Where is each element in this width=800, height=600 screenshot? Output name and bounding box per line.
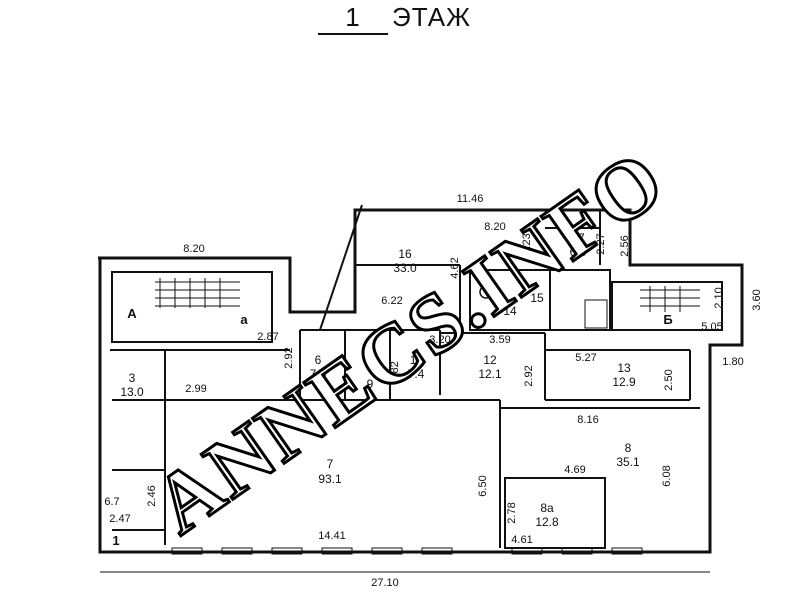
dimension-label: 6.22 <box>381 295 402 307</box>
letter-a-upper: A <box>127 306 137 321</box>
room-13-number: 13 <box>617 361 631 375</box>
dimension-label: 2.87 <box>257 331 278 343</box>
room-12-number: 12 <box>483 353 497 367</box>
room-10-number: 10 <box>361 341 375 355</box>
room-7-area: 93.1 <box>318 472 342 486</box>
letter-one: 1 <box>112 533 119 548</box>
dimension-label: 4.69 <box>564 464 585 476</box>
toilet-icon <box>479 285 493 299</box>
dimension-label: 8.20 <box>484 221 505 233</box>
dimension-label: 2.82 <box>389 361 401 382</box>
dimension-label: 5.05 <box>701 321 722 333</box>
room-3-number: 3 <box>129 371 136 385</box>
dimension-label: 2.92 <box>283 347 295 368</box>
room-7-number: 7 <box>327 457 334 471</box>
letter-a-lower: а <box>240 312 248 327</box>
dimension-label: 2.50 <box>663 369 675 390</box>
dimension-label: 4.61 <box>511 534 532 546</box>
room-labels: 16 33.0 17 6.0 15 14 13 12.9 12 12.1 11 … <box>120 231 640 529</box>
windows <box>171 547 643 555</box>
dimension-label: 4.62 <box>449 257 461 278</box>
room-8a-number: 8a <box>540 501 554 515</box>
dimension-label: 6.50 <box>477 475 489 496</box>
room-6-number: 6 <box>315 353 322 367</box>
stairs-b <box>584 286 700 329</box>
room-8-number: 8 <box>625 441 632 455</box>
room-11-number: 11 <box>410 353 423 367</box>
dimension-label: 2.56 <box>619 235 631 256</box>
room-12-area: 12.1 <box>478 367 502 381</box>
room-14-number: 14 <box>503 304 517 318</box>
room-15-number: 15 <box>530 291 544 305</box>
interior-walls <box>110 210 723 549</box>
dimension-label: 2.10 <box>713 287 725 308</box>
floor-label: ЭТАЖ <box>392 2 472 32</box>
room-13-area: 12.9 <box>612 375 636 389</box>
room-17-number: 17 <box>571 231 585 245</box>
floor-number: 1 <box>318 2 388 35</box>
dimension-label: 8.20 <box>183 243 204 255</box>
dimension-label: 2.99 <box>185 383 206 395</box>
dimension-label: 2.47 <box>109 513 130 525</box>
dimension-label: 6.7 <box>104 496 119 508</box>
dimension-label: 3.20 <box>429 334 450 346</box>
letter-b: Б <box>663 312 672 327</box>
room-8-area: 35.1 <box>616 455 640 469</box>
letter-labels: A а Б 1 <box>112 306 672 548</box>
room-16-area: 33.0 <box>393 261 417 275</box>
room-11-area: 7.4 <box>408 367 425 381</box>
dimension-label: 14.41 <box>318 530 346 542</box>
room-8a-area: 12.8 <box>535 515 559 529</box>
outer-walls <box>98 208 744 554</box>
dimension-label: 11.46 <box>457 193 484 205</box>
dimension-label: 3.60 <box>751 289 763 310</box>
dimension-label: 27.10 <box>371 577 399 589</box>
dimension-label: 1.80 <box>722 356 743 368</box>
diagonal-wall <box>319 204 363 331</box>
dimension-label: 2.27 <box>595 233 607 254</box>
dimension-label: 3.59 <box>489 334 510 346</box>
room-16-number: 16 <box>398 247 412 261</box>
dimension-label: 1.23 <box>521 233 533 254</box>
dimension-labels: 8.20 11.46 8.20 1.23 2.27 2.56 4.62 6.22 2.10 3.6… <box>104 193 763 589</box>
room-3-area: 13.0 <box>120 385 144 399</box>
room-17-area: 6.0 <box>570 245 587 259</box>
dimension-label: 5.27 <box>575 352 596 364</box>
room-6-area: 7.8 <box>310 367 327 381</box>
dimension-label: 8.16 <box>577 414 598 426</box>
dimension-label: 2.92 <box>523 365 535 386</box>
stairs-a <box>155 278 240 308</box>
dimension-label: 2.46 <box>146 485 158 506</box>
dimension-label: 6.08 <box>661 465 673 486</box>
dimension-label: 2.78 <box>506 502 518 523</box>
room-9-number: 9 <box>367 377 374 391</box>
